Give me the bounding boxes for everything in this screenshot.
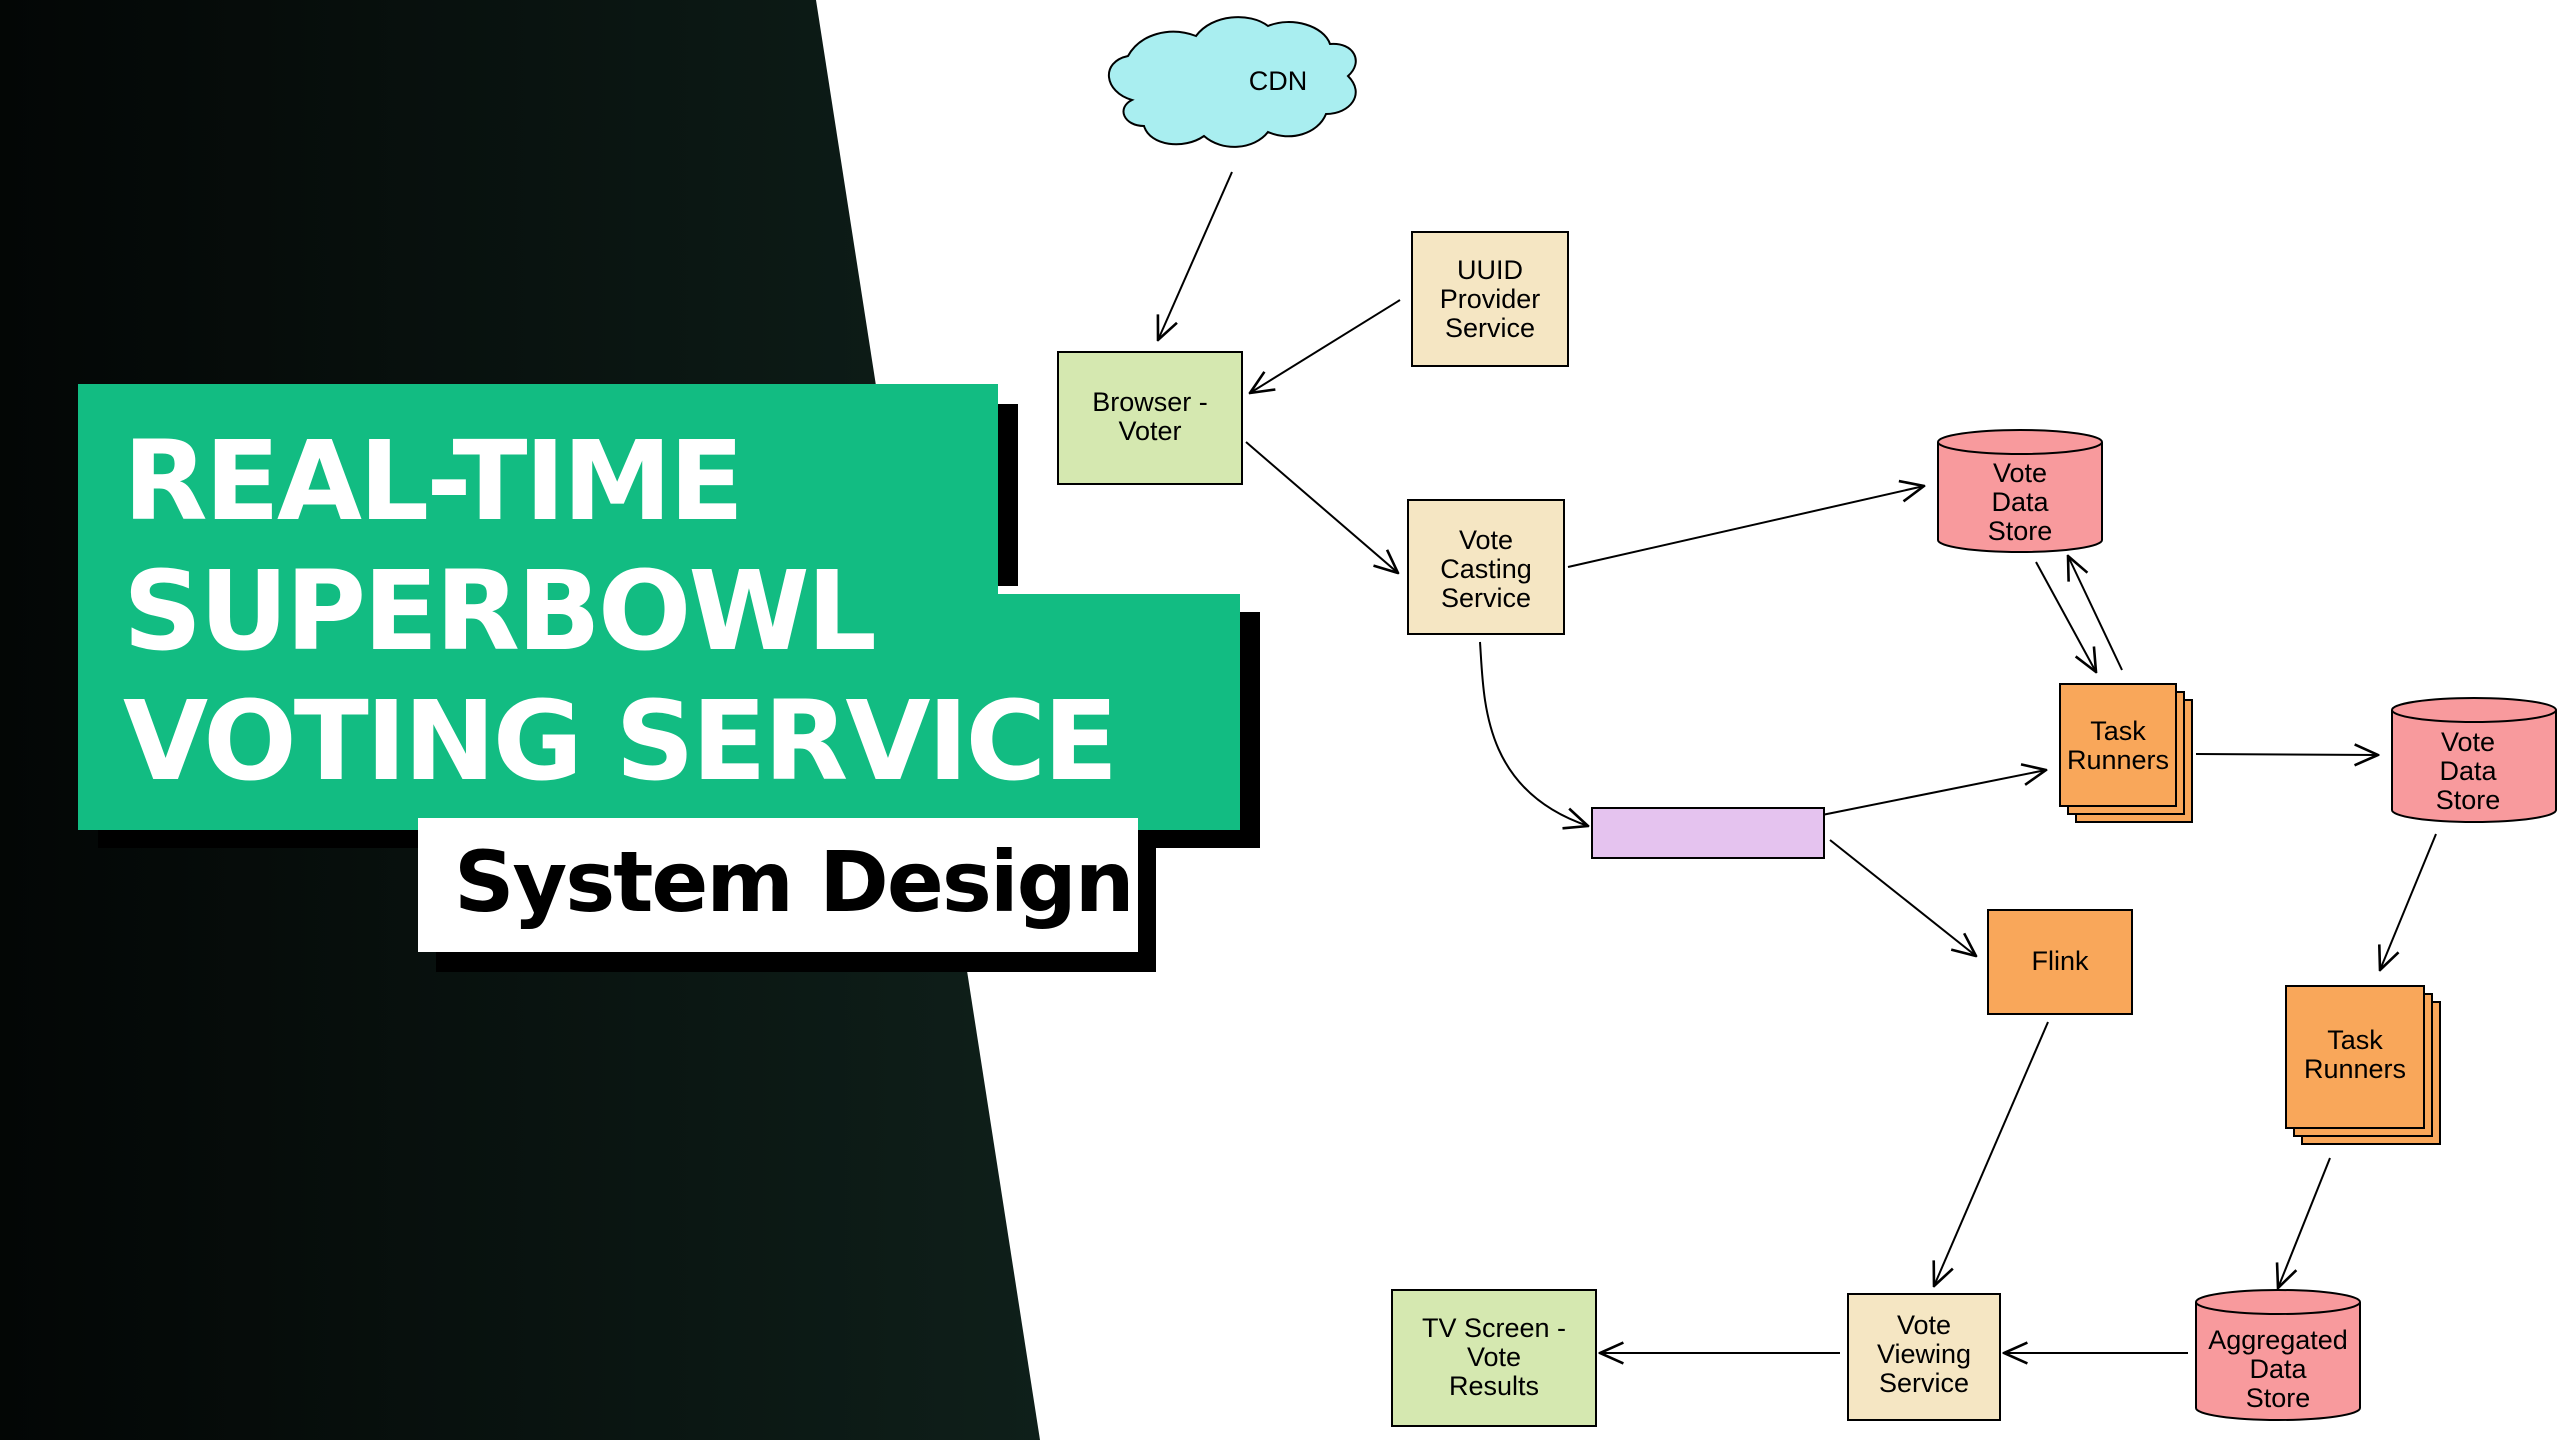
edge-runners2-aggregated bbox=[2278, 1157, 2331, 1288]
edge-queue-runners bbox=[1821, 770, 2046, 816]
edge-runners-store1 bbox=[2068, 556, 2123, 671]
edge-casting-store1 bbox=[1567, 486, 1924, 568]
edge-queue-flink bbox=[1829, 839, 1976, 956]
casting-label-1: Vote bbox=[1459, 525, 1513, 555]
task-runners-1: Task Runners bbox=[2059, 683, 2193, 823]
aggregated-label-2: Data bbox=[2249, 1354, 2307, 1384]
cdn-node: CDN bbox=[1108, 16, 1357, 148]
uuid-label-2: Provider bbox=[1440, 284, 1541, 314]
edge-flink-viewing bbox=[1934, 1021, 2049, 1286]
store1-label-2: Data bbox=[1991, 487, 2049, 517]
browser-label-2: Voter bbox=[1118, 416, 1181, 446]
title-line-1: REAL-TIME bbox=[123, 417, 744, 545]
viewing-label-1: Vote bbox=[1897, 1310, 1951, 1340]
browser-label-1: Browser - bbox=[1092, 387, 1208, 417]
subtitle: System Design bbox=[454, 833, 1135, 931]
vote-data-store-1: Vote Data Store bbox=[1937, 429, 2103, 553]
edge-runners-store2 bbox=[2195, 754, 2378, 755]
title-line-2: SUPERBOWL bbox=[123, 547, 877, 675]
uuid-provider-node: UUID Provider Service bbox=[1411, 231, 1569, 367]
title-box-top bbox=[78, 384, 998, 594]
store2-label-1: Vote bbox=[2441, 727, 2495, 757]
flink-node: Flink bbox=[1987, 909, 2133, 1015]
aggregated-data-store: Aggregated Data Store bbox=[2195, 1289, 2361, 1421]
edges bbox=[1158, 171, 2437, 1353]
edge-store1-runners bbox=[2035, 561, 2096, 672]
aggregated-label-1: Aggregated bbox=[2208, 1325, 2348, 1355]
browser-voter-node: Browser - Voter bbox=[1057, 351, 1243, 485]
store2-label-3: Store bbox=[2436, 785, 2501, 815]
casting-label-2: Casting bbox=[1440, 554, 1532, 584]
flink-label: Flink bbox=[2031, 946, 2089, 976]
edge-store2-runners2 bbox=[2380, 833, 2437, 970]
message-queue-node bbox=[1591, 807, 1825, 859]
vote-viewing-node: Vote Viewing Service bbox=[1847, 1293, 2001, 1421]
runners2-label-2: Runners bbox=[2304, 1054, 2406, 1084]
store1-label-3: Store bbox=[1988, 516, 2053, 546]
aggregated-label-3: Store bbox=[2246, 1383, 2311, 1413]
uuid-label-3: Service bbox=[1445, 313, 1535, 343]
store2-label-2: Data bbox=[2439, 756, 2497, 786]
subtitle-box: System Design bbox=[418, 818, 1138, 952]
tv-label-3: Results bbox=[1449, 1371, 1539, 1401]
edge-uuid-browser bbox=[1250, 299, 1401, 393]
title-box-bottom bbox=[78, 594, 1240, 830]
casting-label-3: Service bbox=[1441, 583, 1531, 613]
tv-label-2: Vote bbox=[1467, 1342, 1521, 1372]
tv-screen-node: TV Screen - Vote Results bbox=[1391, 1289, 1597, 1427]
task-runners-2: Task Runners bbox=[2285, 985, 2441, 1145]
vote-data-store-2: Vote Data Store bbox=[2391, 697, 2557, 823]
tv-label-1: TV Screen - bbox=[1422, 1313, 1566, 1343]
runners1-label-1: Task bbox=[2090, 716, 2146, 746]
runners1-label-2: Runners bbox=[2067, 745, 2169, 775]
edge-casting-queue bbox=[1479, 641, 1588, 826]
vote-casting-node: Vote Casting Service bbox=[1407, 499, 1565, 635]
edge-cdn-browser bbox=[1158, 171, 1233, 340]
viewing-label-3: Service bbox=[1879, 1368, 1969, 1398]
uuid-label-1: UUID bbox=[1457, 255, 1523, 285]
viewing-label-2: Viewing bbox=[1877, 1339, 1971, 1369]
cdn-label: CDN bbox=[1249, 66, 1308, 96]
runners2-label-1: Task bbox=[2327, 1025, 2383, 1055]
title-line-3: VOTING SERVICE bbox=[123, 677, 1118, 805]
store1-label-1: Vote bbox=[1993, 458, 2047, 488]
edge-browser-casting bbox=[1245, 441, 1398, 573]
